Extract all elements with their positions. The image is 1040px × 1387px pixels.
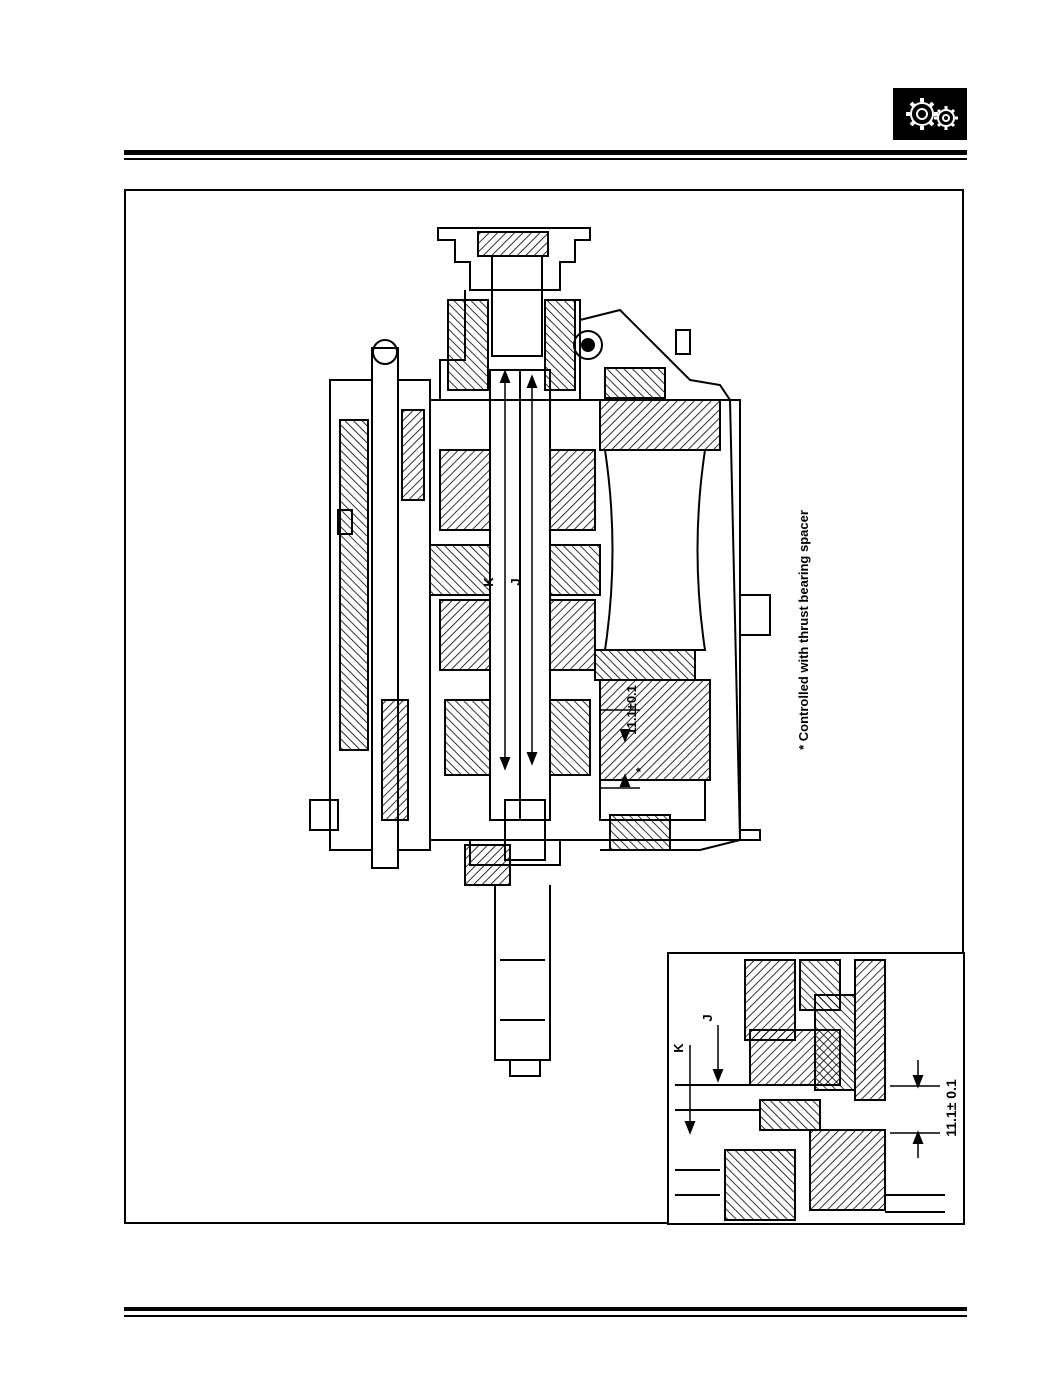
- dimension-gap-label: 11.1±0.1: [624, 685, 639, 735]
- footer-rule-thick: [124, 1307, 967, 1311]
- inset-k-label: K: [671, 1043, 686, 1053]
- dimension-j-label: J: [508, 578, 523, 585]
- header-rule-thin: [124, 158, 967, 160]
- gears-icon: [906, 98, 958, 130]
- gears-logo: [893, 88, 967, 140]
- figure-frame: [124, 189, 964, 1224]
- main-drawing: [309, 227, 771, 1077]
- dimension-k-label: K: [481, 577, 496, 587]
- footnote-text: * Controlled with thrust bearing spacer: [796, 510, 811, 750]
- footer-rule-thin: [124, 1315, 967, 1317]
- header-rule-thick: [124, 150, 967, 155]
- inset-gap-label: 11.1± 0.1: [943, 1079, 959, 1137]
- dimension-star-label: *: [633, 767, 648, 773]
- detail-inset-drawing: [675, 959, 945, 1221]
- inset-j-label: J: [700, 1014, 715, 1021]
